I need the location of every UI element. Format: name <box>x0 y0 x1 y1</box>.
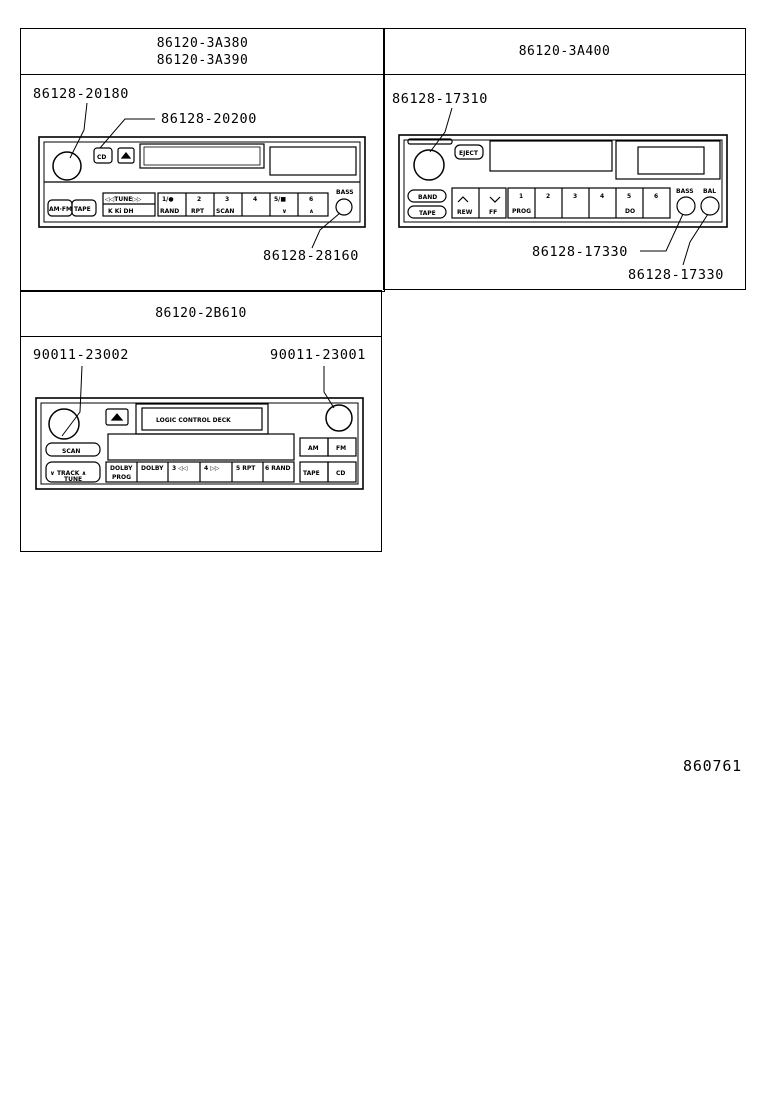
display <box>269 146 357 176</box>
svg-text:BAL: BAL <box>703 188 716 195</box>
svg-text:1/●: 1/● <box>162 196 174 203</box>
band-button <box>407 189 447 203</box>
display <box>107 433 295 461</box>
part-label-86128-28160: 86128-28160 <box>263 248 360 264</box>
svg-text:PROG: PROG <box>512 208 531 215</box>
part-label-86128-17310: 86128-17310 <box>392 91 489 107</box>
svg-text:EJECT: EJECT <box>459 150 479 157</box>
svg-text:4: 4 <box>253 196 257 203</box>
scan-button <box>45 442 101 457</box>
cd-button <box>93 147 113 164</box>
radio-unit-2: EJECT BAND TAPE REW FF 1 PROG 2 3 4 5 DO… <box>398 107 728 266</box>
part-label-86128-20200: 86128-20200 <box>161 111 258 127</box>
svg-text:2: 2 <box>546 193 550 200</box>
svg-text:FF: FF <box>489 209 497 216</box>
balance-knob <box>700 196 720 216</box>
header-part-number: 86120-2B610 <box>155 306 247 321</box>
tape-button <box>71 199 97 217</box>
svg-text:3 ◁◁: 3 ◁◁ <box>172 465 188 472</box>
radio-unit-3: LOGIC CONTROL DECK SCAN ∨ TRACK ∧ TUNE A… <box>35 365 364 490</box>
panel-86120-3A400: 86120-3A400 <box>383 28 746 290</box>
cassette-slot <box>139 143 265 169</box>
svg-text:FM: FM <box>336 445 346 452</box>
track-tune-button <box>45 461 101 483</box>
header-part-number-1: 86120-3A380 <box>156 35 249 51</box>
svg-text:∧: ∧ <box>309 208 314 215</box>
header-part-number-2: 86120-3A390 <box>156 52 249 68</box>
svg-text:4 ▷▷: 4 ▷▷ <box>204 465 220 472</box>
svg-text:1: 1 <box>519 193 523 200</box>
header-part-number: 86120-3A400 <box>518 44 611 59</box>
svg-text:RPT: RPT <box>191 208 205 215</box>
panel-header: 86120-2B610 <box>21 291 381 337</box>
tune-knob <box>325 404 353 432</box>
svg-text:6: 6 <box>654 193 658 200</box>
volume-knob <box>52 151 82 181</box>
svg-text:SCAN: SCAN <box>216 208 234 215</box>
radio-unit-1: CD AM·FM TAPE ◁◁TUNE▷▷ K Ki DH 1/● RAND … <box>38 102 366 249</box>
svg-text:DOLBY: DOLBY <box>141 465 164 472</box>
svg-text:4: 4 <box>600 193 604 200</box>
part-label-86128-17330-bal: 86128-17330 <box>628 267 725 283</box>
fm-button <box>327 437 357 457</box>
svg-text:∨: ∨ <box>282 208 287 215</box>
bass-knob <box>335 198 353 216</box>
panel-header: 86120-3A400 <box>384 29 745 75</box>
tape-button <box>407 205 447 219</box>
eject-button <box>105 408 129 426</box>
svg-text:TAPE: TAPE <box>419 210 436 217</box>
svg-text:TUNE: TUNE <box>64 476 82 483</box>
svg-text:BAND: BAND <box>418 194 437 201</box>
svg-text:◁◁TUNE▷▷: ◁◁TUNE▷▷ <box>105 196 142 203</box>
svg-text:LOGIC CONTROL DECK: LOGIC CONTROL DECK <box>156 417 231 424</box>
eject-button <box>454 144 484 160</box>
svg-text:TAPE: TAPE <box>74 206 91 213</box>
svg-text:REW: REW <box>457 209 473 216</box>
eject-button <box>117 147 135 164</box>
svg-text:3: 3 <box>573 193 577 200</box>
svg-text:5: 5 <box>627 193 631 200</box>
svg-text:2: 2 <box>197 196 201 203</box>
svg-text:BASS: BASS <box>676 188 694 195</box>
svg-text:6 RAND: 6 RAND <box>265 465 291 472</box>
part-label-86128-17330-bass: 86128-17330 <box>532 244 629 260</box>
panel-header: 86120-3A380 86120-3A390 <box>21 29 384 75</box>
part-label-90011-23002: 90011-23002 <box>33 347 130 363</box>
svg-text:3: 3 <box>225 196 229 203</box>
display <box>615 140 721 180</box>
part-label-90011-23001: 90011-23001 <box>270 347 367 363</box>
svg-text:5 RPT: 5 RPT <box>236 465 256 472</box>
svg-text:PROG: PROG <box>112 474 131 481</box>
svg-text:AM·FM: AM·FM <box>49 206 72 213</box>
panel-86120-2B610: 86120-2B610 <box>20 290 382 552</box>
svg-text:AM: AM <box>308 445 319 452</box>
svg-text:5/■: 5/■ <box>274 196 286 203</box>
svg-text:CD: CD <box>336 470 345 477</box>
svg-text:K Ki DH: K Ki DH <box>108 208 134 215</box>
svg-text:DOLBY: DOLBY <box>110 465 133 472</box>
svg-text:∨ TRACK ∧: ∨ TRACK ∧ <box>50 470 86 477</box>
volume-knob <box>48 408 80 440</box>
svg-text:TAPE: TAPE <box>303 470 320 477</box>
svg-text:CD: CD <box>97 154 106 161</box>
diagram-reference-number: 860761 <box>683 757 742 775</box>
part-label-86128-20180: 86128-20180 <box>33 86 130 102</box>
svg-text:RAND: RAND <box>160 208 179 215</box>
svg-text:6: 6 <box>309 196 313 203</box>
cd-button <box>327 461 357 483</box>
volume-knob <box>413 149 445 181</box>
svg-text:BASS: BASS <box>336 189 354 196</box>
bass-knob <box>676 196 696 216</box>
svg-text:DO: DO <box>625 208 635 215</box>
panel-86120-3A380: 86120-3A380 86120-3A390 <box>20 28 385 292</box>
preset-buttons <box>157 192 329 217</box>
cassette-slot <box>489 140 613 172</box>
svg-text:SCAN: SCAN <box>62 448 80 455</box>
